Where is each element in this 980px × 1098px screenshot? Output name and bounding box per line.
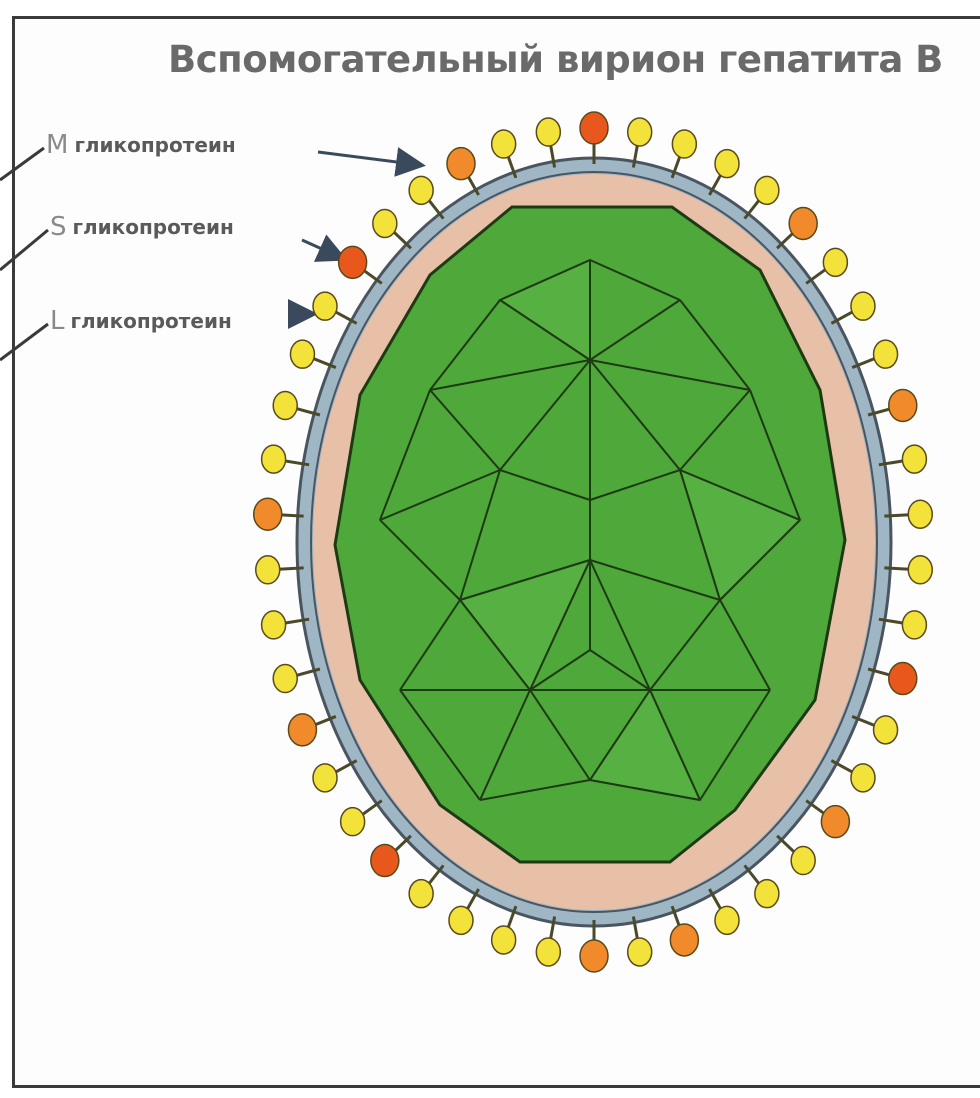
yellow-glycoprotein-head <box>373 209 397 237</box>
yellow-glycoprotein-head <box>313 292 337 320</box>
leader-line-l <box>0 324 48 360</box>
yellow-glycoprotein-head <box>536 938 560 966</box>
orange-glycoprotein-head <box>371 845 399 877</box>
orange-glycoprotein-head <box>889 389 917 421</box>
orange-glycoprotein-head <box>889 663 917 695</box>
yellow-glycoprotein-head <box>823 248 847 276</box>
orange-glycoprotein-head <box>580 112 608 144</box>
yellow-glycoprotein-head <box>902 611 926 639</box>
orange-glycoprotein-head <box>580 940 608 972</box>
yellow-glycoprotein-head <box>409 880 433 908</box>
yellow-glycoprotein-head <box>341 808 365 836</box>
yellow-glycoprotein-head <box>755 880 779 908</box>
yellow-glycoprotein-head <box>290 340 314 368</box>
yellow-glycoprotein-head <box>262 445 286 473</box>
yellow-glycoprotein-head <box>628 118 652 146</box>
yellow-glycoprotein-head <box>262 611 286 639</box>
yellow-glycoprotein-head <box>273 665 297 693</box>
yellow-glycoprotein-head <box>715 150 739 178</box>
yellow-glycoprotein-head <box>628 938 652 966</box>
yellow-glycoprotein-head <box>908 556 932 584</box>
yellow-glycoprotein-head <box>874 716 898 744</box>
orange-glycoprotein-head <box>789 207 817 239</box>
leader-line-s <box>0 230 48 270</box>
orange-glycoprotein-head <box>339 246 367 278</box>
orange-glycoprotein-head <box>254 498 282 530</box>
yellow-glycoprotein-head <box>908 500 932 528</box>
yellow-glycoprotein-head <box>492 926 516 954</box>
yellow-glycoprotein-head <box>715 906 739 934</box>
yellow-glycoprotein-head <box>755 176 779 204</box>
yellow-glycoprotein-head <box>492 130 516 158</box>
arrow-m <box>318 152 420 165</box>
leader-line-m <box>0 148 44 180</box>
yellow-glycoprotein-head <box>851 292 875 320</box>
yellow-glycoprotein-head <box>536 118 560 146</box>
yellow-glycoprotein-head <box>273 391 297 419</box>
yellow-glycoprotein-head <box>409 176 433 204</box>
arrow-s <box>302 240 342 258</box>
yellow-glycoprotein-head <box>313 764 337 792</box>
yellow-glycoprotein-head <box>902 445 926 473</box>
yellow-glycoprotein-head <box>672 130 696 158</box>
yellow-glycoprotein-head <box>791 847 815 875</box>
orange-glycoprotein-head <box>670 924 698 956</box>
yellow-glycoprotein-head <box>851 764 875 792</box>
yellow-glycoprotein-head <box>256 556 280 584</box>
orange-glycoprotein-head <box>288 714 316 746</box>
yellow-glycoprotein-head <box>449 906 473 934</box>
orange-glycoprotein-head <box>447 148 475 180</box>
orange-glycoprotein-head <box>821 806 849 838</box>
yellow-glycoprotein-head <box>874 340 898 368</box>
